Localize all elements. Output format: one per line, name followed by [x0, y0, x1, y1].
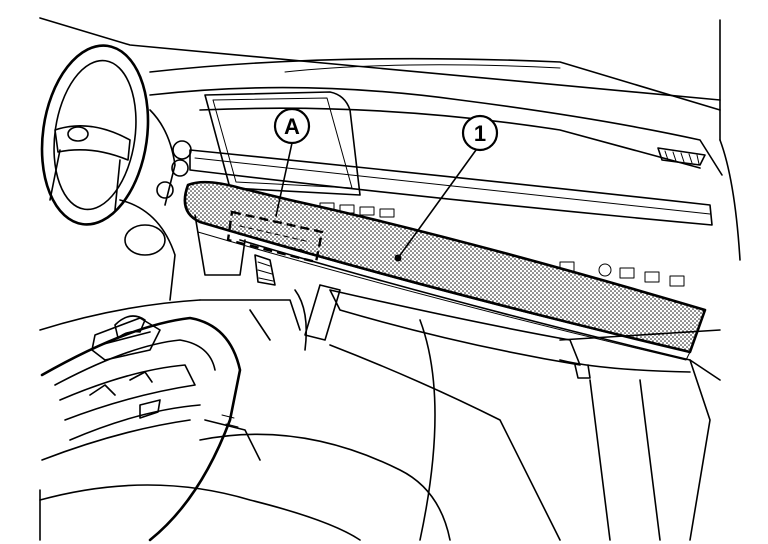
callout-one-circle — [461, 114, 499, 152]
lower-dashboard — [239, 239, 721, 541]
steering-column — [119, 109, 246, 301]
floor — [39, 299, 561, 541]
instrument-trim-panel — [183, 180, 707, 354]
windshield-frame — [39, 17, 741, 261]
clip-location-a-inner — [237, 225, 311, 252]
dashboard-top — [149, 86, 723, 176]
gear-shifter — [91, 315, 161, 361]
air-vent-right — [657, 147, 706, 166]
center-console — [40, 316, 261, 542]
leader-line-a — [275, 142, 293, 217]
steering-wheel — [40, 44, 150, 226]
leader-dot-one — [394, 254, 402, 262]
pedal-area — [254, 254, 341, 351]
vent-strip — [189, 149, 713, 226]
seats — [39, 433, 451, 541]
leader-line-one — [397, 149, 477, 259]
callout-a: A — [273, 107, 311, 217]
callout-one-label: 1 — [474, 121, 486, 146]
callout-one: 1 — [394, 114, 499, 262]
callout-a-label: A — [284, 114, 300, 139]
callout-a-circle — [273, 107, 311, 145]
clip-location-a — [226, 210, 324, 264]
trim-panel-edge — [197, 221, 691, 361]
